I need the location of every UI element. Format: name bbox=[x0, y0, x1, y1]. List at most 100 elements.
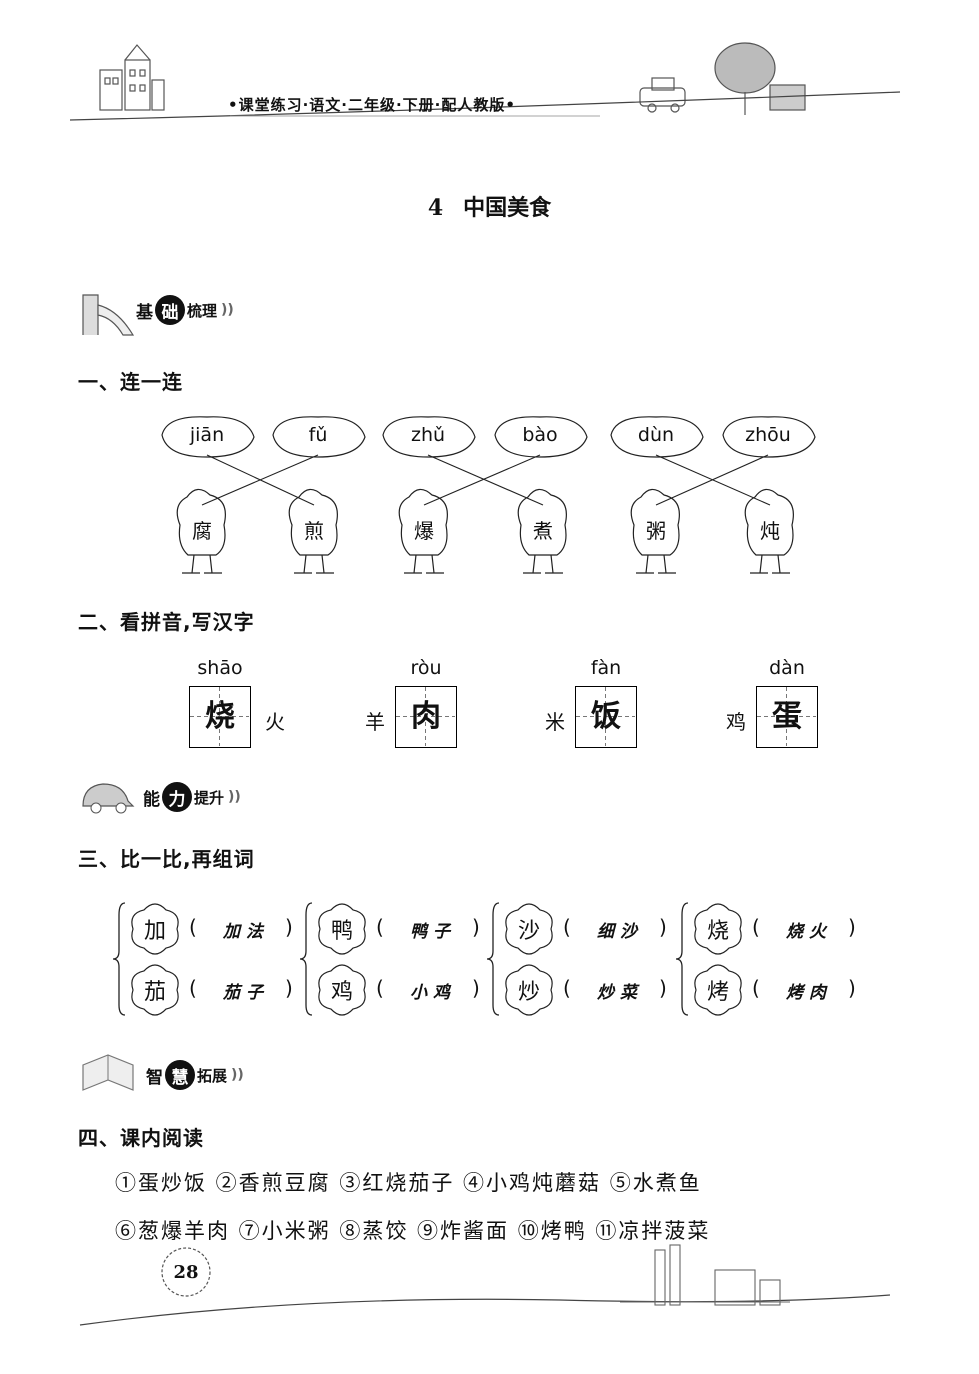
tree-shape bbox=[176, 488, 226, 556]
q4-title: 四、课内阅读 bbox=[78, 1126, 204, 1150]
flower-shape bbox=[318, 903, 366, 955]
q3-answer[interactable]: 烤肉 bbox=[786, 983, 832, 1003]
section-basic-mid: 础 bbox=[155, 295, 185, 325]
footer-decoration bbox=[79, 1244, 891, 1326]
q1-hanzi: 爆 bbox=[414, 519, 434, 543]
tree-shape bbox=[744, 488, 794, 556]
tree-feet bbox=[636, 554, 676, 574]
leaf-shape bbox=[161, 416, 255, 458]
brace bbox=[299, 902, 313, 1016]
writing-box[interactable]: 蛋 bbox=[756, 686, 818, 748]
tree-feet bbox=[294, 554, 334, 574]
close-paren: ) bbox=[472, 915, 480, 939]
q1-pinyin: dùn bbox=[637, 424, 675, 446]
box-grid bbox=[190, 687, 249, 746]
q1-pinyin: jiān bbox=[189, 424, 225, 446]
q4-line2: ⑥葱爆羊肉 ⑦小米粥 ⑧蒸饺 ⑨炸酱面 ⑩烤鸭 ⑪凉拌菠菜 bbox=[115, 1219, 711, 1243]
q3-answer[interactable]: 烧火 bbox=[786, 922, 832, 942]
section-ability: 能 力 提升 )) bbox=[143, 782, 241, 812]
close-paren: ) bbox=[285, 976, 293, 1000]
close-paren: ) bbox=[659, 915, 667, 939]
open-paren: ( bbox=[189, 976, 197, 1000]
flower-shape bbox=[505, 964, 553, 1016]
flower-shape bbox=[694, 964, 742, 1016]
box-answer: 蛋 bbox=[772, 699, 802, 734]
q2-side-char: 火 bbox=[265, 710, 285, 734]
box-answer: 烧 bbox=[205, 699, 235, 734]
flower-shape bbox=[131, 903, 179, 955]
q1-pinyin: zhōu bbox=[745, 424, 791, 446]
open-paren: ( bbox=[563, 915, 571, 939]
q2-pinyin: fàn bbox=[590, 657, 622, 679]
q3-flowers bbox=[112, 902, 742, 1016]
q3-title: 三、比一比,再组词 bbox=[78, 847, 255, 871]
q1-pinyin: fǔ bbox=[308, 424, 328, 446]
box-grid bbox=[396, 687, 455, 746]
q3-answer[interactable]: 炒菜 bbox=[597, 983, 643, 1003]
tree-feet bbox=[523, 554, 563, 574]
section-basic-pre: 基 bbox=[136, 302, 153, 323]
q2-pinyin: ròu bbox=[410, 657, 442, 679]
tree-shape bbox=[288, 488, 338, 556]
flower-shape bbox=[131, 964, 179, 1016]
section-wisdom-pre: 智 bbox=[146, 1067, 163, 1088]
section-wisdom: 智 慧 拓展 )) bbox=[146, 1060, 244, 1090]
match-line bbox=[423, 454, 541, 506]
book-icon bbox=[82, 1054, 134, 1091]
wave-icon: )) bbox=[231, 1067, 244, 1083]
q3-answer[interactable]: 小鸡 bbox=[410, 983, 456, 1003]
brace bbox=[486, 902, 500, 1016]
writing-box[interactable]: 饭 bbox=[575, 686, 637, 748]
q3-char: 茄 bbox=[143, 980, 166, 1005]
writing-box[interactable]: 烧 bbox=[189, 686, 251, 748]
q1-hanzi: 腐 bbox=[192, 519, 212, 543]
header-title: •课堂练习·语文·二年级·下册·配人教版• bbox=[228, 96, 516, 114]
close-paren: ) bbox=[472, 976, 480, 1000]
box-grid bbox=[576, 687, 635, 746]
brace bbox=[112, 902, 126, 1016]
close-paren: ) bbox=[659, 976, 667, 1000]
q3-char: 鸭 bbox=[330, 919, 353, 944]
q1-hanzi: 煎 bbox=[304, 519, 324, 543]
page-number: 28 bbox=[173, 1262, 199, 1283]
q3-char: 炒 bbox=[517, 980, 540, 1005]
leaf-shape bbox=[610, 416, 704, 458]
tree-shape bbox=[398, 488, 448, 556]
q3-answer[interactable]: 加法 bbox=[223, 922, 269, 942]
q2-pinyin: shāo bbox=[197, 657, 243, 679]
writing-box[interactable]: 肉 bbox=[395, 686, 457, 748]
match-line bbox=[201, 454, 319, 506]
q3-char: 烧 bbox=[706, 919, 729, 944]
q3-answer[interactable]: 茄子 bbox=[223, 983, 269, 1003]
q4-line1: ①蛋炒饭 ②香煎豆腐 ③红烧茄子 ④小鸡炖蘑菇 ⑤水煮鱼 bbox=[115, 1171, 702, 1195]
section-ability-post: 提升 bbox=[194, 788, 225, 807]
section-wisdom-post: 拓展 bbox=[197, 1066, 228, 1085]
leaf-shape bbox=[382, 416, 476, 458]
section-basic: 基 础 梳理 )) bbox=[136, 295, 234, 325]
tree-feet bbox=[750, 554, 790, 574]
q1-pinyin: zhǔ bbox=[410, 424, 446, 446]
wave-icon: )) bbox=[221, 302, 234, 318]
q1-hanzi: 炖 bbox=[760, 519, 780, 543]
tree-shape bbox=[630, 488, 680, 556]
section-basic-post: 梳理 bbox=[187, 301, 218, 320]
brace bbox=[675, 902, 689, 1016]
open-paren: ( bbox=[752, 915, 760, 939]
q3-char: 加 bbox=[143, 919, 166, 944]
q2-title: 二、看拼音,写汉字 bbox=[78, 610, 255, 634]
tree-feet bbox=[182, 554, 222, 574]
q2-pinyin: dàn bbox=[769, 657, 805, 679]
q3-answer[interactable]: 细沙 bbox=[597, 922, 643, 942]
q3-char: 鸡 bbox=[330, 980, 353, 1005]
flower-shape bbox=[694, 903, 742, 955]
box-grid bbox=[757, 687, 816, 746]
open-paren: ( bbox=[563, 976, 571, 1000]
q3-char: 烤 bbox=[706, 980, 729, 1005]
tree-feet bbox=[404, 554, 444, 574]
lesson-number: 4 bbox=[427, 195, 444, 221]
q1-hanzi: 粥 bbox=[646, 519, 666, 543]
q2-side-char: 鸡 bbox=[726, 710, 746, 734]
section-ability-pre: 能 bbox=[143, 789, 160, 810]
q3-answer[interactable]: 鸭子 bbox=[410, 922, 456, 942]
